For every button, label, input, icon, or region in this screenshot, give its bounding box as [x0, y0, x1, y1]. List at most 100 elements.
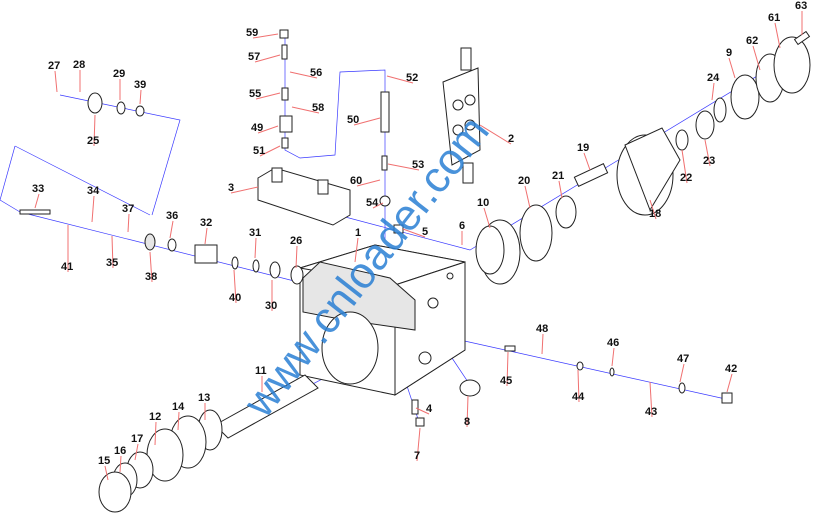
part-label-14: 14	[172, 401, 185, 431]
leader-line	[149, 251, 153, 283]
part-label-43: 43	[645, 381, 657, 418]
leader-line	[291, 106, 320, 114]
part-number: 1	[355, 227, 361, 239]
part-number: 57	[248, 51, 260, 63]
leader-line	[372, 202, 384, 209]
leader-line	[154, 421, 157, 446]
leader-line	[387, 163, 420, 171]
part-label-57: 57	[248, 51, 281, 63]
part-label-58: 58	[291, 102, 324, 114]
part-number: 18	[649, 208, 661, 220]
part-label-27: 27	[48, 60, 60, 93]
part-number: 54	[366, 197, 379, 209]
part-label-26: 26	[290, 235, 302, 269]
leader-line	[230, 186, 259, 194]
leader-line	[506, 351, 509, 387]
part-label-10: 10	[477, 197, 491, 229]
part-label-46: 46	[607, 337, 619, 367]
part-number: 5	[422, 226, 428, 238]
part-number: 48	[536, 323, 548, 335]
part-label-52: 52	[386, 72, 418, 84]
part-label-3: 3	[228, 182, 259, 194]
part-label-19: 19	[577, 142, 591, 171]
leader-line	[169, 220, 174, 239]
part-number: 38	[145, 271, 157, 283]
leader-line	[204, 227, 208, 245]
part-label-25: 25	[87, 114, 99, 147]
part-label-44: 44	[572, 369, 585, 403]
part-number: 45	[500, 375, 512, 387]
leader-line	[649, 199, 657, 220]
leader-line	[728, 57, 736, 79]
part-number: 46	[607, 337, 619, 349]
part-label-6: 6	[459, 220, 465, 245]
part-label-1: 1	[354, 227, 361, 263]
part-number: 31	[249, 227, 261, 239]
part-label-12: 12	[149, 411, 161, 446]
part-label-33: 33	[32, 183, 44, 209]
part-number: 50	[347, 114, 359, 126]
leader-line	[416, 427, 421, 462]
leader-line	[611, 347, 615, 367]
leader-line	[752, 45, 761, 71]
part-label-50: 50	[347, 114, 381, 126]
part-label-32: 32	[200, 217, 212, 245]
leader-line	[119, 455, 122, 473]
leader-line	[402, 228, 426, 238]
part-number: 39	[134, 79, 146, 91]
part-number: 47	[677, 353, 689, 365]
part-number: 9	[726, 47, 732, 59]
part-label-16: 16	[114, 445, 126, 473]
part-number: 3	[228, 182, 234, 194]
part-label-60: 60	[350, 175, 381, 187]
part-label-39: 39	[134, 79, 146, 105]
part-number: 14	[172, 401, 185, 413]
leader-line	[583, 152, 591, 171]
leader-line	[233, 269, 237, 304]
part-number: 40	[229, 292, 241, 304]
part-number: 23	[703, 155, 715, 167]
part-label-11: 11	[255, 365, 267, 392]
part-number: 11	[255, 365, 267, 377]
part-label-40: 40	[229, 269, 241, 304]
part-label-31: 31	[249, 227, 261, 259]
part-label-53: 53	[387, 159, 424, 171]
leader-line	[177, 411, 180, 431]
part-number: 28	[73, 59, 85, 71]
control-valve	[442, 47, 481, 184]
part-label-41: 41	[61, 225, 73, 273]
part-number: 52	[406, 72, 418, 84]
part-number: 26	[290, 235, 302, 247]
drive-shaft-group	[98, 224, 481, 513]
leader-line	[254, 54, 281, 63]
part-number: 12	[149, 411, 161, 423]
leader-line	[93, 114, 96, 147]
leader-line	[104, 465, 109, 481]
part-number: 32	[200, 217, 212, 229]
part-label-29: 29	[113, 68, 125, 100]
part-label-22: 22	[680, 149, 692, 184]
left-parts	[19, 29, 733, 404]
part-label-18: 18	[649, 199, 661, 220]
part-label-35: 35	[106, 235, 118, 269]
part-number: 36	[166, 210, 178, 222]
leader-line	[257, 125, 279, 134]
part-number: 29	[113, 68, 125, 80]
part-label-24: 24	[707, 72, 720, 101]
leader-line	[483, 207, 491, 229]
part-label-8: 8	[464, 395, 470, 428]
part-number: 62	[746, 35, 758, 47]
leader-line	[354, 237, 359, 263]
part-number: 63	[795, 0, 807, 12]
leader-line	[704, 139, 711, 167]
part-number: 37	[122, 203, 134, 215]
part-number: 22	[680, 172, 692, 184]
leader-line	[541, 333, 544, 355]
part-number: 16	[114, 445, 126, 457]
part-label-51: 51	[253, 145, 281, 157]
part-number: 61	[768, 12, 780, 24]
part-number: 4	[426, 403, 433, 415]
leader-line	[139, 89, 142, 105]
leader-line	[254, 237, 257, 259]
part-number: 43	[645, 406, 657, 418]
